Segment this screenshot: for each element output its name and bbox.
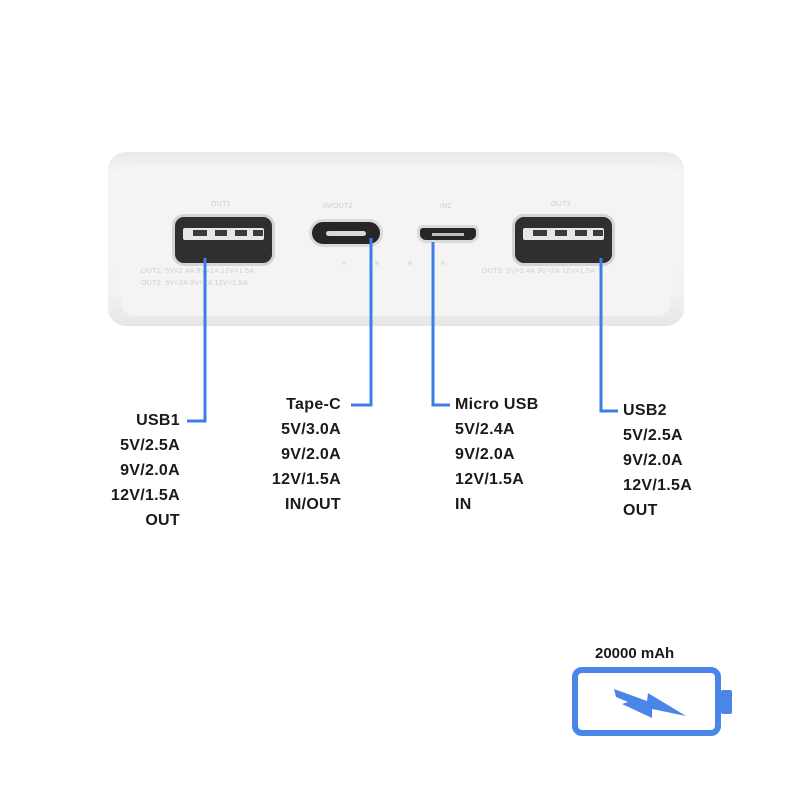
micro-usb-spec-4: IN: [455, 496, 472, 513]
port-label-out1: OUT1: [211, 201, 231, 208]
battery-capacity: 20000 mAh: [595, 645, 675, 662]
spec-right-line1: OUT3: 5V=2.4A 9V=2A 12V=1.5A: [482, 268, 596, 275]
usb2-spec-2: 9V/2.0A: [623, 452, 683, 469]
typec-name: Tape-C: [286, 396, 341, 413]
spec-left-line2: OUT2: 5V=3A 9V=2A 12V=1.5A: [141, 280, 248, 287]
typec-spec-1: 5V/3.0A: [281, 421, 341, 438]
micro-usb-spec-3: 12V/1.5A: [455, 471, 525, 488]
port-label-in2: IN2: [440, 203, 452, 210]
usb1-label: USB1 5V/2.5A 9V/2.0A 12V/1.5A OUT: [111, 408, 180, 533]
leader-line-typec: [351, 238, 373, 407]
micro-usb-port: [417, 225, 479, 243]
usb1-name: USB1: [136, 412, 180, 429]
typec-spec-4: IN/OUT: [284, 496, 341, 513]
typec-spec-2: 9V/2.0A: [281, 446, 341, 463]
leader-line-usb2: [599, 258, 618, 413]
micro-usb-spec-2: 9V/2.0A: [455, 446, 515, 463]
leader-line-usb1: [187, 258, 207, 423]
micro-usb-name: Micro USB: [455, 396, 539, 413]
leader-line-micro: [431, 242, 450, 407]
indicator-led-3: [408, 261, 412, 265]
usb2-spec-3: 12V/1.5A: [623, 477, 693, 494]
micro-usb-label: Micro USB 5V/2.4A 9V/2.0A 12V/1.5A IN: [455, 392, 539, 517]
usb2-spec-4: OUT: [623, 502, 658, 519]
usb1-spec-2: 9V/2.0A: [120, 462, 180, 479]
usb1-spec-3: 12V/1.5A: [110, 487, 180, 504]
type-c-port: [309, 219, 383, 247]
usb1-spec-4: OUT: [145, 512, 180, 529]
port-label-in-out2: IN/OUT2: [323, 203, 353, 210]
micro-usb-spec-1: 5V/2.4A: [455, 421, 515, 438]
spec-left-line1: OUT1: 5V=2.4A 9V=2A 12V=1.5A: [141, 268, 255, 275]
typec-spec-3: 12V/1.5A: [271, 471, 341, 488]
usb2-spec-1: 5V/2.5A: [623, 427, 683, 444]
usb2-label: USB2 5V/2.5A 9V/2.0A 12V/1.5A OUT: [623, 398, 692, 523]
usb1-spec-1: 5V/2.5A: [120, 437, 180, 454]
usb1-port: [172, 214, 275, 266]
indicator-led-4: [441, 261, 445, 265]
indicator-led-1: [342, 261, 346, 265]
port-label-out3: OUT3: [551, 201, 571, 208]
usb2-port: [512, 214, 615, 266]
usb2-name: USB2: [623, 402, 667, 419]
typec-label: Tape-C 5V/3.0A 9V/2.0A 12V/1.5A IN/OUT: [272, 392, 341, 517]
indicator-led-2: [375, 261, 379, 265]
